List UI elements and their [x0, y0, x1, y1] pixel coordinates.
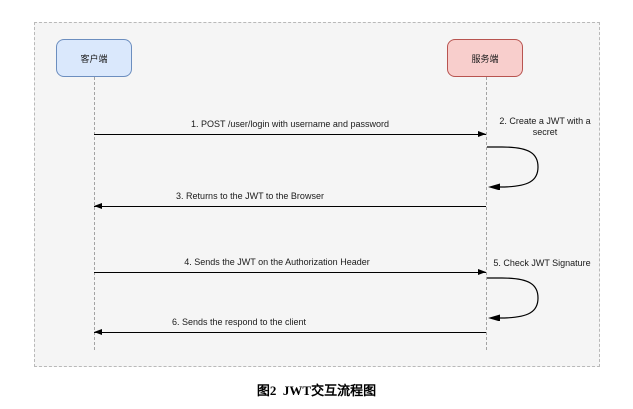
arrowhead-left-icon: [94, 329, 102, 335]
actor-box-client: 客户端: [56, 39, 132, 77]
message-label-6: 6. Sends the respond to the client: [171, 317, 307, 327]
message-arrow-6: [94, 332, 486, 333]
message-arrow-1: [94, 134, 486, 135]
actor-label-client: 客户端: [80, 53, 108, 64]
arrowhead-left-icon: [94, 203, 102, 209]
self-loop-arrow-5: [487, 277, 539, 321]
message-label-3: 3. Returns to the JWT to the Browser: [176, 191, 324, 201]
self-loop-arrow-2: [487, 146, 539, 190]
arrowhead-right-icon: [478, 131, 486, 137]
actor-label-server: 服务端: [471, 53, 499, 64]
actor-box-server: 服务端: [447, 39, 523, 77]
message-label-2: 2. Create a JWT with a secret: [499, 116, 591, 137]
figure-caption: 图2 JWT交互流程图: [256, 383, 377, 398]
message-arrow-4: [94, 272, 486, 273]
diagram-canvas: [34, 22, 600, 367]
arrowhead-left-icon: [488, 183, 500, 190]
message-label-4: 4. Sends the JWT on the Authorization He…: [184, 257, 370, 267]
lifeline-server: [486, 77, 487, 350]
arrowhead-right-icon: [478, 269, 486, 275]
message-label-1: 1. POST /user/login with username and pa…: [191, 119, 389, 129]
message-label-5: 5. Check JWT Signature: [493, 258, 591, 268]
message-arrow-3: [94, 206, 486, 207]
arrowhead-left-icon: [488, 314, 500, 321]
lifeline-client: [94, 77, 95, 350]
